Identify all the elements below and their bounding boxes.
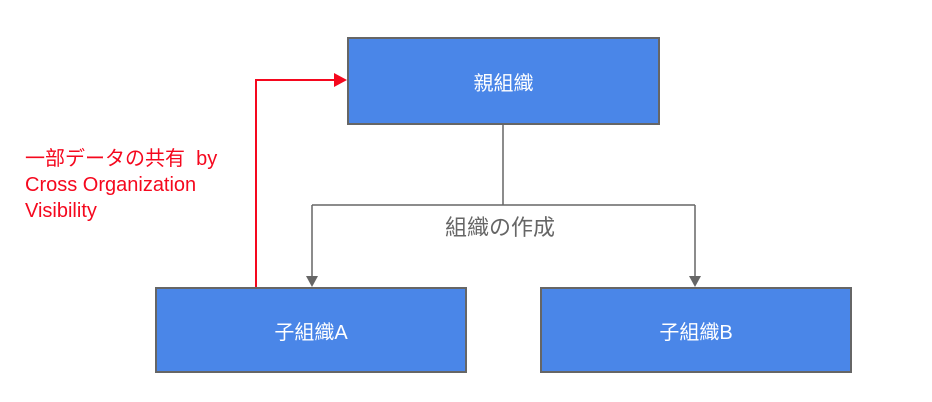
node-parent-org-label: 親組織 (473, 72, 534, 95)
tree-connector-lines (311, 125, 696, 278)
arrow-right-icon (334, 73, 347, 87)
red-sharing-arrow (255, 73, 347, 287)
node-child-org-b: 子組織B (540, 287, 852, 373)
node-child-org-b-label: 子組織B (659, 321, 733, 344)
arrow-down-icon (306, 276, 318, 287)
edge-label-data-sharing: 一部データの共有 by Cross Organization Visibilit… (25, 148, 218, 222)
node-child-org-a-label: 子組織A (274, 321, 348, 344)
edge-label-org-creation: 組織の作成 (444, 215, 555, 240)
arrow-down-icon (689, 276, 701, 287)
node-parent-org: 親組織 (347, 37, 660, 125)
node-child-org-a: 子組織A (155, 287, 467, 373)
